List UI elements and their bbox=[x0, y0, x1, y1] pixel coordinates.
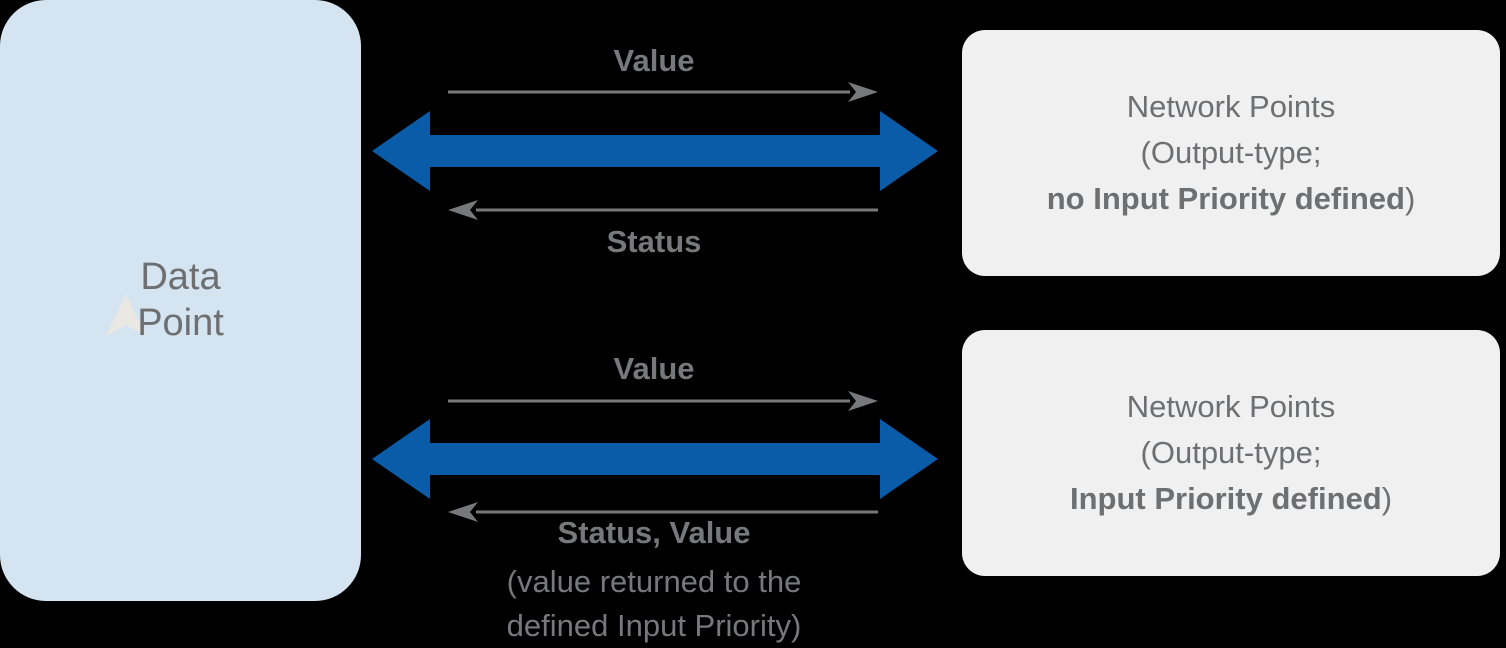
blue-bidirectional-arrow-bottom-icon bbox=[372, 419, 938, 499]
blue-bidirectional-arrow-top-icon bbox=[372, 111, 938, 191]
network-points-box-no-input-priority[interactable]: Network Points (Output-type; no Input Pr… bbox=[962, 30, 1500, 276]
gray-arrow-right-top-value-icon bbox=[448, 82, 878, 102]
np-bottom-line3-tail: ) bbox=[1381, 480, 1393, 516]
flow-label-top-status: Status bbox=[606, 224, 702, 259]
np-top-line3-tail: ) bbox=[1404, 180, 1416, 216]
np-top-line2: (Output-type; bbox=[1140, 135, 1322, 171]
gray-arrow-right-bottom-value-icon bbox=[448, 391, 878, 411]
flow-label-bottom-status-value: Status, Value bbox=[557, 515, 751, 550]
data-point-box[interactable]: Data Point bbox=[0, 0, 361, 601]
np-top-line3-bold: no Input Priority defined bbox=[1046, 180, 1405, 216]
data-point-label: Data Point bbox=[137, 255, 224, 344]
gray-arrow-left-bottom-status-value-icon bbox=[448, 502, 878, 522]
gray-arrow-left-top-status-icon bbox=[448, 200, 878, 220]
network-points-top-text: Network Points (Output-type; no Input Pr… bbox=[1031, 84, 1432, 222]
chevron-up-watermark-icon bbox=[106, 294, 146, 336]
flow-label-top-value: Value bbox=[613, 43, 695, 78]
np-bottom-line3-bold: Input Priority defined bbox=[1069, 480, 1382, 516]
flow-label-bottom-value: Value bbox=[613, 351, 695, 386]
flow-sublabel-bottom-input-priority-note: (value returned to the defined Input Pri… bbox=[506, 564, 802, 644]
np-top-line1: Network Points bbox=[1126, 89, 1336, 125]
np-bottom-line1: Network Points bbox=[1126, 389, 1336, 425]
np-bottom-line2: (Output-type; bbox=[1140, 435, 1322, 471]
network-points-box-input-priority-defined[interactable]: Network Points (Output-type; Input Prior… bbox=[962, 330, 1500, 576]
network-points-bottom-text: Network Points (Output-type; Input Prior… bbox=[1054, 384, 1408, 522]
